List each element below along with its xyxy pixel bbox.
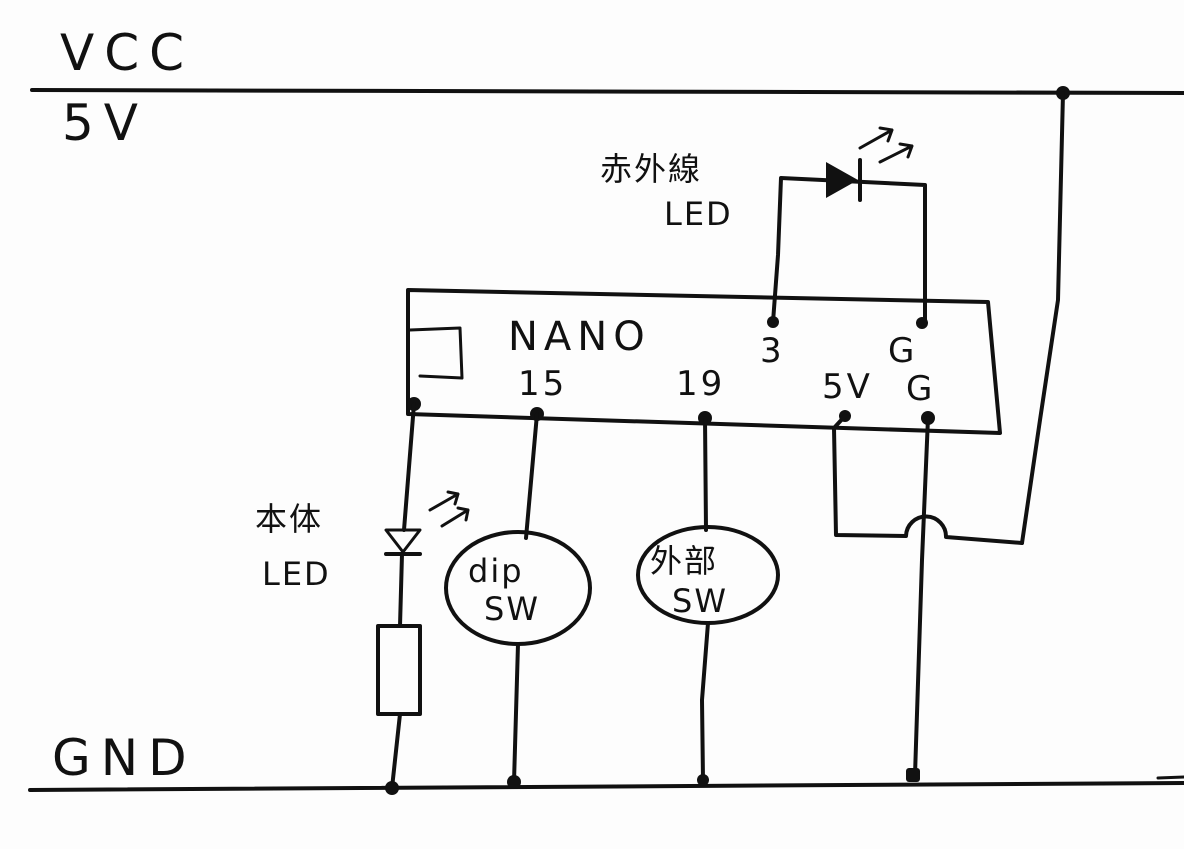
pin-5v-label: 5V — [822, 367, 873, 407]
external-switch-label-2: SW — [672, 582, 728, 620]
body-led-wire-mid — [398, 552, 404, 628]
ir-led-label-1: 赤外線 — [600, 150, 702, 188]
nano-label: NANO — [508, 314, 651, 360]
vcc-rail — [30, 88, 1184, 95]
pin19-label: 19 — [676, 364, 725, 404]
vcc-voltage-label: 5V — [62, 94, 148, 152]
nano-board — [406, 288, 1002, 435]
pin-g-to-gnd-wire — [913, 416, 930, 777]
dip-switch-label-2: SW — [484, 590, 540, 628]
pin15-wire — [524, 412, 539, 540]
ir-led-wire — [771, 176, 927, 325]
gnd-junction-dip — [507, 775, 521, 789]
body-led-label-1: 本体 — [255, 500, 323, 538]
nano-usb-connector — [408, 326, 464, 380]
gnd-junction-ext — [697, 774, 709, 786]
vcc-drop-wire — [1020, 91, 1065, 545]
body-led-wire-top — [402, 402, 416, 532]
resistor-icon — [376, 624, 422, 716]
gnd-rail — [28, 781, 1184, 792]
body-led-label-2: LED — [262, 555, 331, 593]
vcc-label: VCC — [60, 24, 194, 82]
ir-led-label-2: LED — [664, 195, 733, 233]
body-led-emission-icon — [428, 490, 470, 528]
resistor-to-gnd-wire — [390, 712, 402, 790]
external-switch-label-1: 外部 — [650, 542, 718, 580]
pin-g-bottom-label: G — [906, 369, 935, 409]
ir-led-emission-icon — [858, 126, 914, 164]
pin-g-top-label: G — [888, 331, 917, 371]
ir-led-diode-icon — [826, 162, 858, 198]
external-switch-to-gnd-wire — [700, 621, 710, 782]
gnd-label: GND — [52, 729, 197, 787]
gnd-junction-g — [906, 768, 920, 782]
gnd-junction-led — [385, 781, 399, 795]
pin15-label: 15 — [518, 364, 567, 404]
gnd-rail-end-mark — [1156, 775, 1184, 780]
dip-switch-to-gnd-wire — [512, 642, 520, 784]
body-led-diode-icon — [384, 528, 422, 554]
pin19-wire — [703, 416, 708, 532]
dip-switch-label-1: dip — [468, 552, 524, 590]
pin3-label: 3 — [760, 331, 785, 371]
